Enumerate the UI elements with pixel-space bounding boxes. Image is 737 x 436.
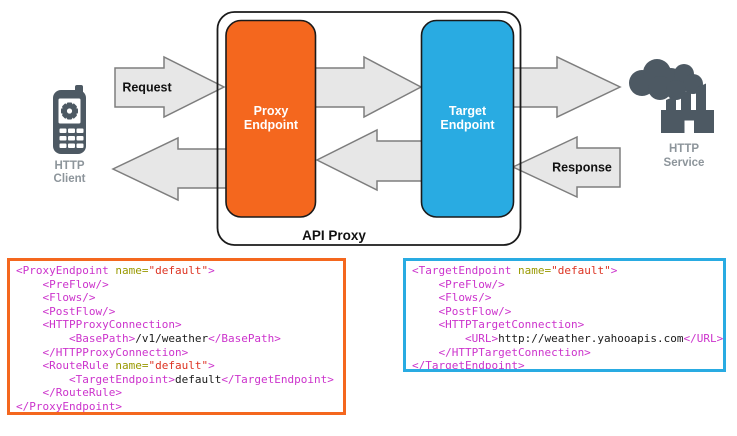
- http-service-icon: [629, 59, 714, 133]
- target-to-proxy-arrow: [315, 128, 423, 192]
- code-line: </HTTPTargetConnection>: [412, 345, 591, 359]
- smoke-cloud-icon: [629, 59, 703, 100]
- request-label: Request: [122, 81, 172, 95]
- code-line: <PostFlow/>: [16, 304, 116, 318]
- code-line: <PostFlow/>: [412, 304, 512, 318]
- code-line: <PreFlow/>: [412, 277, 505, 291]
- code-line: <Flows/>: [412, 291, 492, 305]
- http-client-icon: [53, 85, 86, 154]
- target-endpoint-label-line1: Target: [449, 104, 487, 118]
- code-line: </RouteRule>: [16, 386, 122, 400]
- api-proxy-diagram: Proxy Endpoint Target Endpoint Request R…: [53, 11, 714, 246]
- api-proxy-box: [216, 11, 522, 246]
- code-line: </ProxyEndpoint>: [16, 399, 122, 413]
- gear-icon: [61, 102, 78, 120]
- proxy-endpoint-label-line2: Endpoint: [244, 118, 299, 132]
- http-client-label-line1: HTTP: [54, 160, 84, 172]
- proxy-endpoint-label-line1: Proxy: [254, 104, 289, 118]
- code-line: <BasePath>/v1/weather</BasePath>: [16, 331, 281, 345]
- code-line: <ProxyEndpoint name="default">: [16, 264, 215, 277]
- http-service-label-line2: Service: [664, 157, 705, 169]
- api-proxy-label: API Proxy: [302, 228, 366, 243]
- target-to-service-arrow: [509, 55, 622, 119]
- http-client-label-line2: Client: [54, 173, 86, 185]
- code-line: <URL>http://weather.yahooapis.com</URL>: [412, 331, 724, 345]
- http-service-label-line1: HTTP: [669, 143, 699, 155]
- target-endpoint-box: [420, 19, 515, 218]
- client-return-arrow: [111, 136, 228, 202]
- proxy-endpoint-xml-snippet: <ProxyEndpoint name="default"> <PreFlow/…: [7, 258, 346, 415]
- target-endpoint-label-line2: Endpoint: [440, 118, 495, 132]
- proxy-endpoint-box: [225, 19, 317, 218]
- proxy-to-target-arrow: [314, 55, 423, 119]
- code-line: </TargetEndpoint>: [412, 359, 525, 372]
- phone-keypad: [59, 128, 84, 148]
- code-line: <HTTPProxyConnection>: [16, 318, 182, 332]
- code-line: <TargetEndpoint name="default">: [412, 264, 618, 277]
- response-label: Response: [552, 161, 612, 175]
- code-line: <PreFlow/>: [16, 277, 109, 291]
- request-arrow: [114, 55, 226, 119]
- factory-door: [684, 120, 694, 133]
- target-endpoint-xml-snippet: <TargetEndpoint name="default"> <PreFlow…: [403, 258, 726, 372]
- code-line: <RouteRule name="default">: [16, 359, 215, 373]
- response-arrow: [511, 135, 621, 199]
- code-line: </HTTPProxyConnection>: [16, 345, 189, 359]
- code-line: <Flows/>: [16, 291, 96, 305]
- code-line: <TargetEndpoint>default</TargetEndpoint>: [16, 372, 334, 386]
- factory-icon: [661, 83, 714, 133]
- code-line: <HTTPTargetConnection>: [412, 318, 585, 332]
